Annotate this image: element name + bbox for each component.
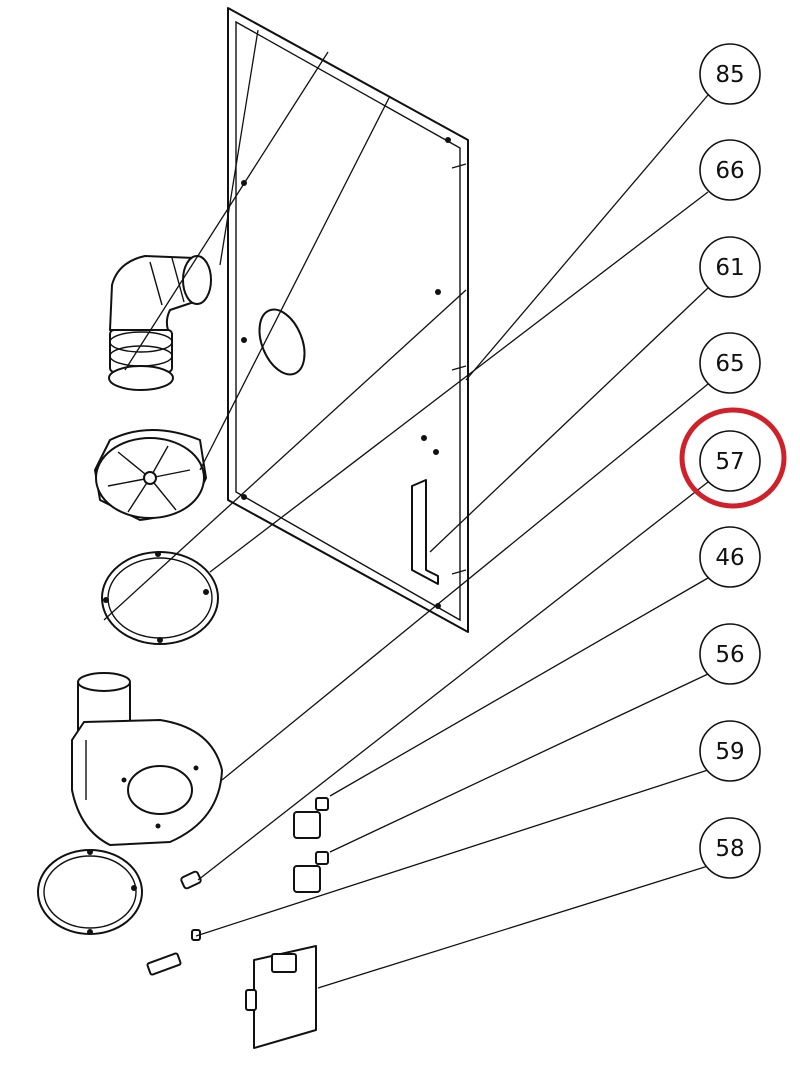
- callout-56-label: 56: [715, 642, 744, 668]
- elbow-pipe: [108, 255, 212, 391]
- callout-list: 85 66 61 65 57 46 56 59: [679, 43, 787, 879]
- callout-65: 65: [699, 332, 761, 394]
- small-components: [146, 797, 329, 976]
- fan-impeller: [94, 429, 207, 521]
- callout-56: 56: [699, 623, 761, 685]
- callout-57: 57: [679, 407, 787, 509]
- callout-58-label: 58: [715, 836, 744, 862]
- callout-66-label: 66: [715, 158, 744, 184]
- leader-lines: [103, 29, 709, 989]
- callout-61-label: 61: [715, 255, 744, 281]
- back-panel: [227, 7, 469, 633]
- gasket-ring-lower: [37, 849, 143, 935]
- highlight-ring: [679, 407, 787, 509]
- callout-61: 61: [699, 236, 761, 298]
- callout-57-label: 57: [715, 449, 744, 475]
- callout-59: 59: [699, 720, 761, 782]
- blower-housing: [71, 672, 223, 846]
- callout-46-label: 46: [715, 545, 744, 571]
- callout-65-label: 65: [715, 351, 744, 377]
- gasket-ring-upper: [101, 551, 219, 645]
- callout-85-label: 85: [715, 62, 744, 88]
- callout-66: 66: [699, 139, 761, 201]
- callout-46: 46: [699, 526, 761, 588]
- control-board: [245, 945, 317, 1049]
- callout-85: 85: [699, 43, 761, 105]
- callout-58: 58: [699, 817, 761, 879]
- callout-59-label: 59: [715, 739, 744, 765]
